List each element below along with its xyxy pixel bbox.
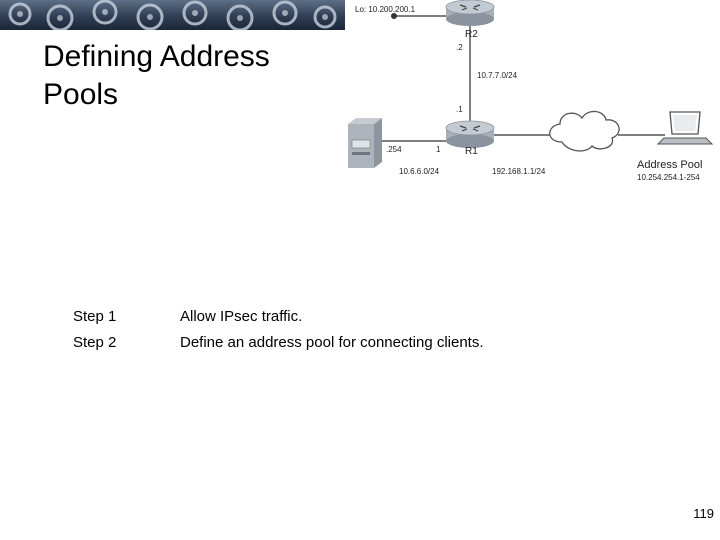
slide-title-line-1: Defining Address bbox=[43, 40, 270, 73]
server-icon bbox=[348, 118, 382, 168]
slide-title-line-2: Pools bbox=[43, 78, 119, 111]
r1-name-label: R1 bbox=[465, 146, 478, 157]
step-label: Step 1 bbox=[73, 308, 117, 325]
r2-name-label: R2 bbox=[465, 29, 478, 40]
laptop-icon bbox=[656, 111, 714, 145]
steps-list: Step 1 Allow IPsec traffic. Step 2 Defin… bbox=[73, 304, 484, 356]
server-interface-label: .254 bbox=[386, 145, 402, 154]
step-row: Step 1 Allow IPsec traffic. bbox=[73, 304, 484, 330]
network-diagram: Lo: 10.200.200.1 R2 .2 10.7.7.0/24 .1 .2… bbox=[340, 0, 720, 200]
loopback-endpoint bbox=[391, 13, 397, 19]
internet-cloud-icon bbox=[549, 110, 620, 152]
step-label: Step 2 bbox=[73, 334, 117, 351]
r2-loopback-label: Lo: 10.200.200.1 bbox=[355, 5, 416, 14]
slide-title: Defining Address Pools bbox=[43, 38, 333, 114]
wan-subnet-label: 192.168.1.1/24 bbox=[492, 167, 546, 176]
r1-r2-subnet-label: 10.7.7.0/24 bbox=[477, 71, 518, 80]
step-row: Step 2 Define an address pool for connec… bbox=[73, 330, 484, 356]
router-r2-icon bbox=[445, 0, 495, 26]
lan-subnet-label: 10.6.6.0/24 bbox=[399, 167, 440, 176]
address-pool-label: Address Pool bbox=[637, 159, 702, 171]
banner-decoration bbox=[8, 0, 337, 30]
step-text: Allow IPsec traffic. bbox=[180, 308, 303, 325]
r1-uplink-interface-label: .1 bbox=[456, 105, 463, 114]
step-text: Define an address pool for connecting cl… bbox=[180, 334, 484, 351]
router-r1-icon bbox=[445, 120, 495, 148]
page-number: 119 bbox=[693, 506, 714, 521]
r1-lan-interface-label: 1 bbox=[436, 145, 441, 154]
r2-interface-label: .2 bbox=[456, 43, 463, 52]
header-banner bbox=[0, 0, 345, 30]
address-pool-range-label: 10.254.254.1-254 bbox=[637, 173, 700, 182]
